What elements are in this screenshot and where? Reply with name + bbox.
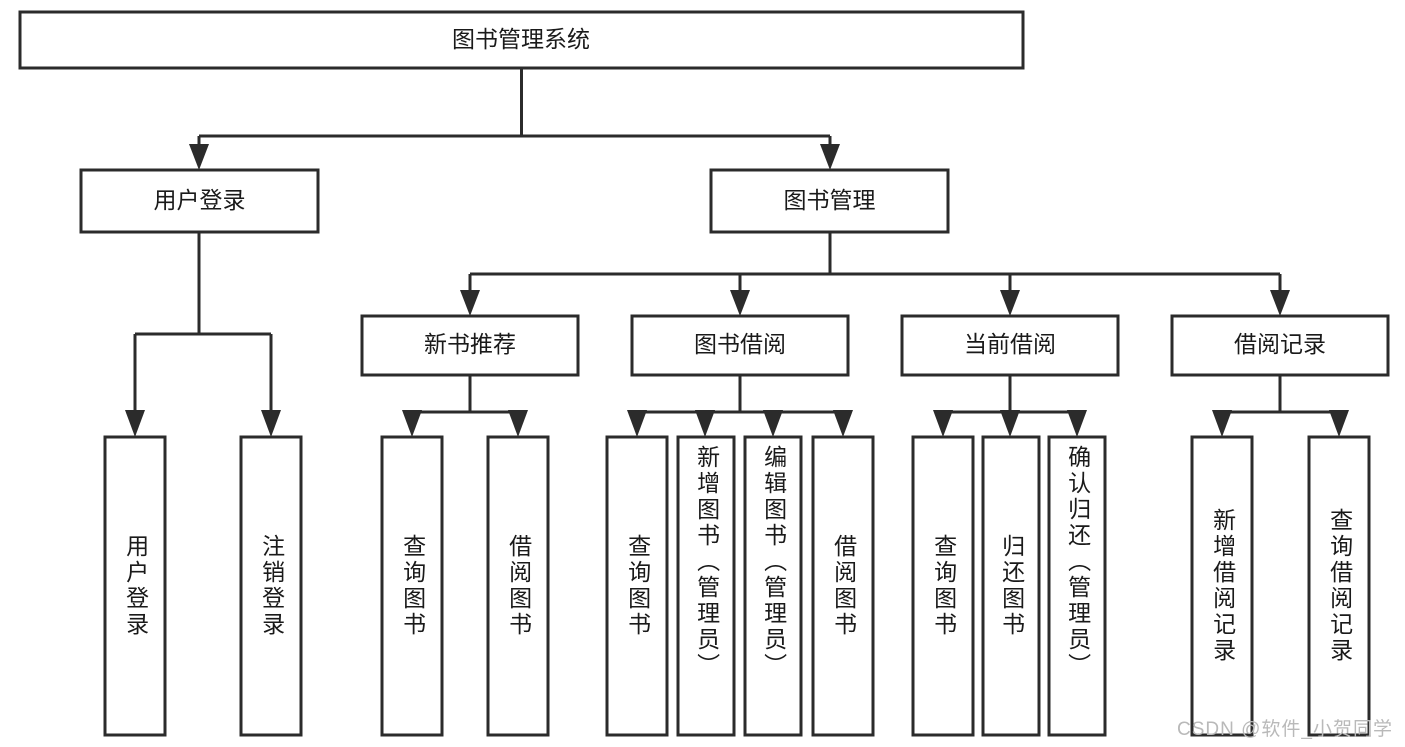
node-borrow-record-box[interactable] — [1170, 314, 1390, 377]
node-user-login-box[interactable] — [79, 168, 320, 234]
arrow-head-leaf-add-book — [695, 410, 715, 437]
node-new-book-rec-box[interactable] — [360, 314, 580, 377]
node-borrow-record[interactable]: 借阅记录 — [1170, 314, 1390, 377]
connector-group-root — [189, 68, 840, 170]
arrow-head-book-manage — [820, 144, 840, 170]
arrow-head-new-book-rec — [460, 290, 480, 316]
connector-group-new-book-rec — [402, 375, 528, 437]
node-leaf-query-book-1-box[interactable] — [380, 435, 444, 737]
node-leaf-user-login-box[interactable] — [103, 435, 167, 737]
node-book-manage[interactable]: 图书管理 — [709, 168, 950, 234]
node-leaf-edit-book[interactable] — [743, 435, 803, 737]
node-leaf-borrow-book-2-box[interactable] — [811, 435, 875, 737]
arrow-head-current-borrow — [1000, 290, 1020, 316]
arrow-head-leaf-borrow-book-2 — [833, 410, 853, 437]
connector-group-book-borrow — [627, 375, 853, 437]
node-current-borrow-label: 当前借阅 — [964, 331, 1056, 357]
node-new-book-rec-label: 新书推荐 — [424, 331, 516, 357]
node-leaf-confirm-return-box[interactable] — [1047, 435, 1107, 737]
arrow-head-leaf-query-record — [1329, 410, 1349, 437]
node-leaf-query-book-2-box[interactable] — [605, 435, 669, 737]
node-root[interactable]: 图书管理系统 — [18, 10, 1025, 70]
node-new-book-rec[interactable]: 新书推荐 — [360, 314, 580, 377]
node-leaf-edit-book-box[interactable] — [743, 435, 803, 737]
node-leaf-borrow-book-1-box[interactable] — [486, 435, 550, 737]
node-book-borrow-label: 图书借阅 — [694, 331, 786, 357]
arrow-head-leaf-return-book — [1000, 410, 1020, 437]
connector-group-current-borrow — [933, 375, 1087, 437]
node-root-box[interactable] — [18, 10, 1025, 70]
connector-group-book-manage — [460, 232, 1290, 316]
node-book-manage-label: 图书管理 — [784, 187, 876, 213]
node-leaf-query-book-1[interactable] — [380, 435, 444, 737]
arrow-head-user-login — [189, 144, 209, 170]
connector-group-user-login — [125, 232, 281, 437]
node-leaf-add-book-box[interactable] — [676, 435, 736, 737]
node-leaf-user-login[interactable] — [103, 435, 167, 737]
arrow-head-leaf-logout-login — [261, 410, 281, 437]
arrow-head-leaf-query-book-1 — [402, 410, 422, 437]
arrow-head-leaf-edit-book — [763, 410, 783, 437]
node-leaf-query-book-2[interactable] — [605, 435, 669, 737]
node-leaf-return-book[interactable] — [981, 435, 1041, 737]
node-book-manage-box[interactable] — [709, 168, 950, 234]
node-leaf-add-book[interactable] — [676, 435, 736, 737]
arrow-head-leaf-borrow-book-1 — [508, 410, 528, 437]
node-borrow-record-label: 借阅记录 — [1234, 331, 1326, 357]
node-root-label: 图书管理系统 — [452, 26, 590, 52]
node-user-login[interactable]: 用户登录 — [79, 168, 320, 234]
node-leaf-logout-login-box[interactable] — [239, 435, 303, 737]
node-leaf-query-book-3[interactable] — [911, 435, 975, 737]
node-leaf-add-record[interactable] — [1190, 435, 1254, 737]
node-current-borrow-box[interactable] — [900, 314, 1120, 377]
csdn-watermark: CSDN @软件_小贺同学 — [1177, 719, 1393, 740]
node-leaf-logout-login[interactable] — [239, 435, 303, 737]
node-user-login-label: 用户登录 — [154, 187, 246, 213]
arrow-head-borrow-record — [1270, 290, 1290, 316]
node-leaf-borrow-book-1[interactable] — [486, 435, 550, 737]
node-book-borrow-box[interactable] — [630, 314, 850, 377]
node-leaf-confirm-return[interactable] — [1047, 435, 1107, 737]
node-book-borrow[interactable]: 图书借阅 — [630, 314, 850, 377]
node-current-borrow[interactable]: 当前借阅 — [900, 314, 1120, 377]
node-leaf-query-record[interactable] — [1307, 435, 1371, 737]
arrow-head-leaf-query-book-3 — [933, 410, 953, 437]
arrow-head-book-borrow — [730, 290, 750, 316]
connector-group-borrow-record — [1212, 375, 1349, 437]
node-leaf-query-book-3-box[interactable] — [911, 435, 975, 737]
arrow-head-leaf-confirm-return — [1067, 410, 1087, 437]
node-leaf-return-book-box[interactable] — [981, 435, 1041, 737]
node-leaf-borrow-book-2[interactable] — [811, 435, 875, 737]
arrow-head-leaf-add-record — [1212, 410, 1232, 437]
arrow-head-leaf-query-book-2 — [627, 410, 647, 437]
node-leaf-query-record-box[interactable] — [1307, 435, 1371, 737]
node-leaf-add-record-box[interactable] — [1190, 435, 1254, 737]
arrow-head-leaf-user-login — [125, 410, 145, 437]
